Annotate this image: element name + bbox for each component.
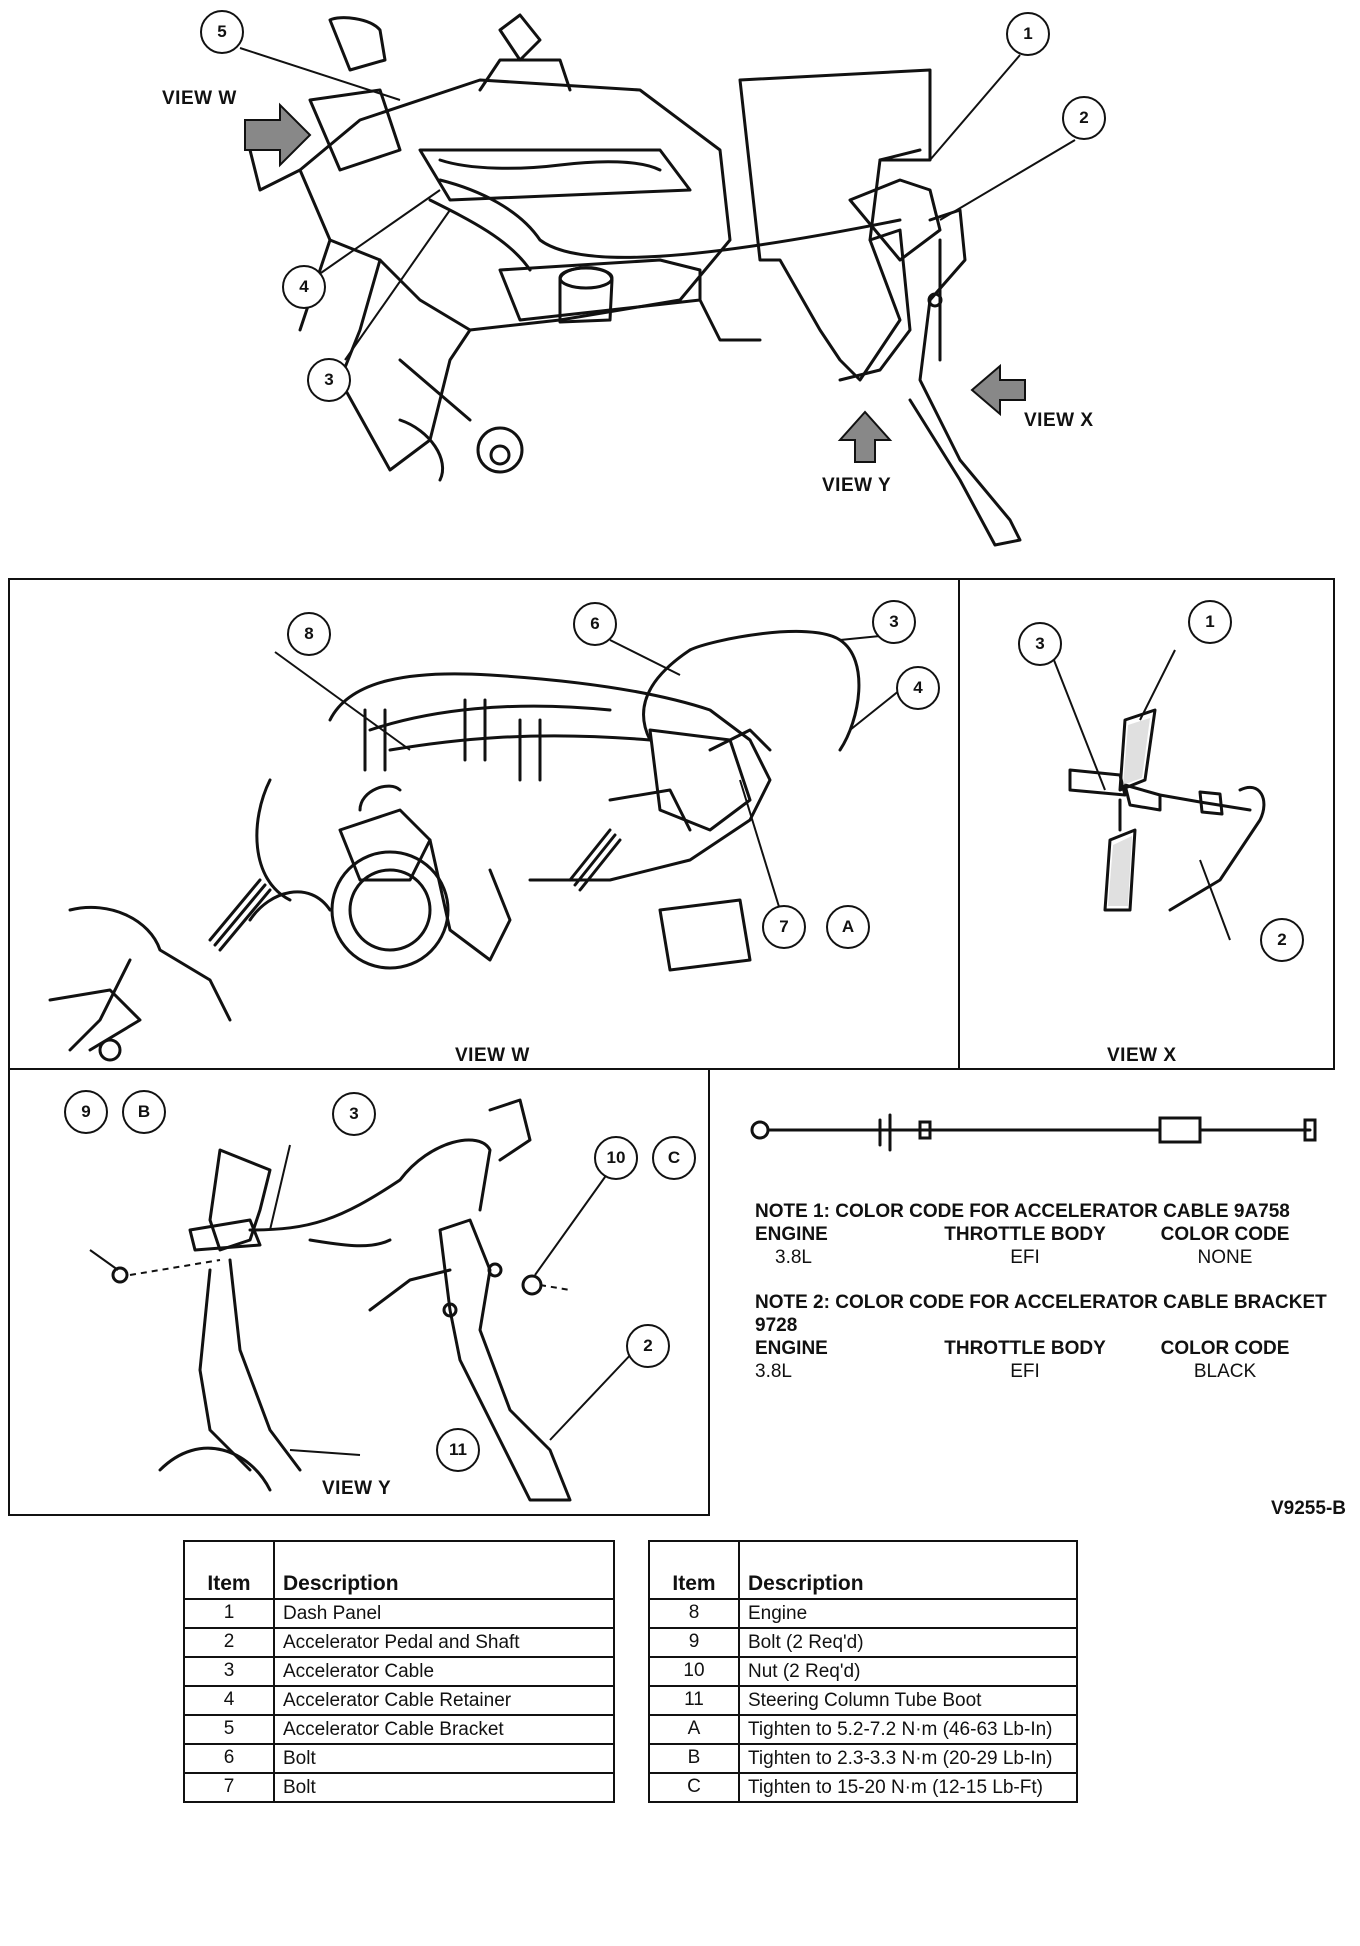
note2-title: NOTE 2: COLOR CODE FOR ACCELERATOR CABLE… — [755, 1292, 1327, 1336]
view-x-panel-label: VIEW X — [1107, 1045, 1177, 1066]
legend-item-number: A — [648, 1714, 740, 1745]
figure-code: V9255-B — [1271, 1498, 1346, 1519]
callout-9: 9 — [64, 1090, 108, 1134]
callout-a: A — [826, 905, 870, 949]
view-y-label: VIEW Y — [822, 475, 892, 496]
legend-item-description: Tighten to 5.2-7.2 N·m (46-63 Lb-In) — [738, 1714, 1078, 1745]
legend-header-item: Item — [648, 1540, 740, 1600]
note2-header-engine: ENGINE — [755, 1338, 828, 1359]
legend-item-number: 3 — [183, 1656, 275, 1687]
view-w-panel — [8, 578, 960, 1070]
legend-item-description: Bolt — [273, 1772, 615, 1803]
legend-item-number: B — [648, 1743, 740, 1774]
legend-item-number: 7 — [183, 1772, 275, 1803]
note1-throttle: EFI — [1010, 1247, 1040, 1268]
view-w-label: VIEW W — [162, 88, 237, 109]
callout-2-view-x: 2 — [1260, 918, 1304, 962]
callout-10: 10 — [594, 1136, 638, 1180]
note2-header-throttle: THROTTLE BODY — [944, 1338, 1106, 1359]
callout-1-view-x: 1 — [1188, 600, 1232, 644]
callout-6: 6 — [573, 602, 617, 646]
legend-item-number: 9 — [648, 1627, 740, 1658]
accelerator-cable-illustration — [730, 1100, 1330, 1180]
callout-7: 7 — [762, 905, 806, 949]
view-x-label: VIEW X — [1024, 410, 1094, 431]
legend-item-description: Tighten to 2.3-3.3 N·m (20-29 Lb-In) — [738, 1743, 1078, 1774]
callout-11: 11 — [436, 1428, 480, 1472]
callout-4-view-w: 4 — [896, 666, 940, 710]
callout-2-view-y: 2 — [626, 1324, 670, 1368]
legend-item-number: 8 — [648, 1598, 740, 1629]
legend-header-description: Description — [273, 1540, 615, 1600]
view-w-panel-label: VIEW W — [455, 1045, 530, 1066]
callout-8: 8 — [287, 612, 331, 656]
callout-5: 5 — [200, 10, 244, 54]
note2-engine: 3.8L — [755, 1361, 792, 1382]
legend-item-number: 6 — [183, 1743, 275, 1774]
callout-2: 2 — [1062, 96, 1106, 140]
view-y-panel — [8, 1068, 710, 1516]
legend-header-description: Description — [738, 1540, 1078, 1600]
legend-item-description: Tighten to 15-20 N·m (12-15 Lb-Ft) — [738, 1772, 1078, 1803]
note1-header-engine: ENGINE — [755, 1224, 828, 1245]
note2-throttle: EFI — [1010, 1361, 1040, 1382]
note1-engine: 3.8L — [775, 1247, 812, 1268]
color-code-notes: NOTE 1: COLOR CODE FOR ACCELERATOR CABLE… — [755, 1200, 1335, 1383]
legend-item-description: Engine — [738, 1598, 1078, 1629]
note1-header-color: COLOR CODE — [1160, 1224, 1290, 1245]
legend-item-description: Accelerator Cable Retainer — [273, 1685, 615, 1716]
legend-item-number: 5 — [183, 1714, 275, 1745]
legend-item-number: 10 — [648, 1656, 740, 1687]
callout-4: 4 — [282, 265, 326, 309]
callout-1: 1 — [1006, 12, 1050, 56]
note2-color: BLACK — [1193, 1361, 1257, 1382]
view-y-panel-label: VIEW Y — [322, 1478, 392, 1499]
overview-illustration — [0, 0, 1360, 570]
note1-table: ENGINE THROTTLE BODY COLOR CODE 3.8L EFI… — [755, 1223, 1335, 1269]
legend-item-number: 4 — [183, 1685, 275, 1716]
callout-3: 3 — [307, 358, 351, 402]
callout-3-view-y: 3 — [332, 1092, 376, 1136]
note2-table: ENGINE THROTTLE BODY COLOR CODE 3.8L EFI… — [755, 1337, 1335, 1383]
callout-3-view-w: 3 — [872, 600, 916, 644]
legend-item-description: Dash Panel — [273, 1598, 615, 1629]
legend-item-description: Steering Column Tube Boot — [738, 1685, 1078, 1716]
legend-header-item: Item — [183, 1540, 275, 1600]
legend-item-number: 11 — [648, 1685, 740, 1716]
legend-item-description: Bolt (2 Req'd) — [738, 1627, 1078, 1658]
legend-item-description: Accelerator Pedal and Shaft — [273, 1627, 615, 1658]
legend-item-number: C — [648, 1772, 740, 1803]
note1-color: NONE — [1197, 1247, 1253, 1268]
view-x-panel — [958, 578, 1335, 1070]
legend-item-number: 2 — [183, 1627, 275, 1658]
legend-item-description: Accelerator Cable Bracket — [273, 1714, 615, 1745]
callout-b: B — [122, 1090, 166, 1134]
note2-header-color: COLOR CODE — [1160, 1338, 1290, 1359]
note1-header-throttle: THROTTLE BODY — [944, 1224, 1106, 1245]
legend-item-description: Nut (2 Req'd) — [738, 1656, 1078, 1687]
note1-title: NOTE 1: COLOR CODE FOR ACCELERATOR CABLE… — [755, 1201, 1290, 1222]
legend-item-number: 1 — [183, 1598, 275, 1629]
callout-c: C — [652, 1136, 696, 1180]
legend-item-description: Bolt — [273, 1743, 615, 1774]
legend-item-description: Accelerator Cable — [273, 1656, 615, 1687]
callout-3-view-x: 3 — [1018, 622, 1062, 666]
